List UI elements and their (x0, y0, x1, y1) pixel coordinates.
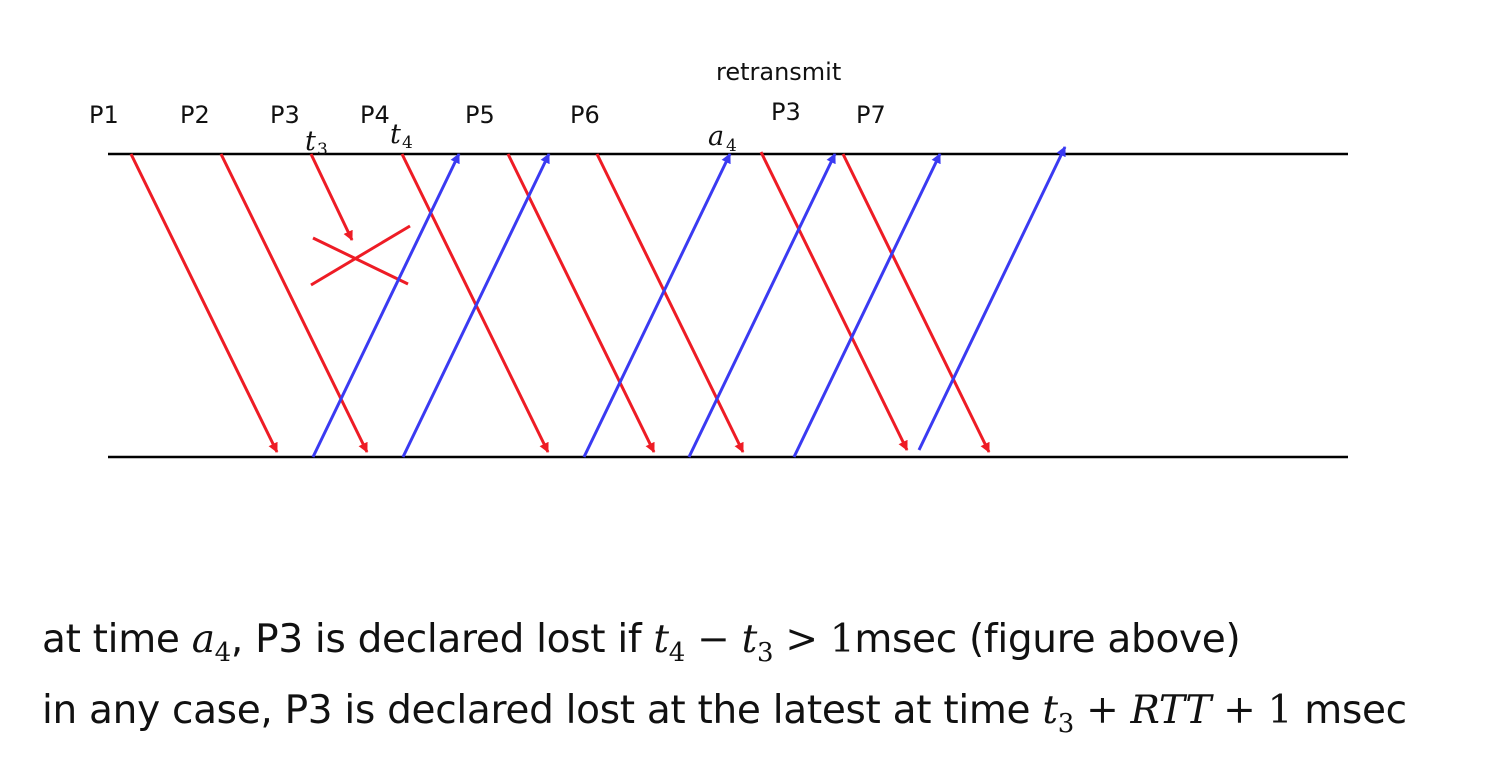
svg-text:4: 4 (402, 133, 413, 153)
svg-text:4: 4 (726, 136, 737, 156)
ack-6 (792, 153, 942, 458)
loss-cross-mark (310, 224, 411, 287)
arrow-p2 (219, 153, 369, 453)
arrow-p3-retransmit (759, 151, 909, 451)
ack-5 (687, 153, 837, 458)
time-label-t3: t 3 (305, 126, 328, 160)
svg-text:t: t (390, 119, 401, 150)
arrow-p6 (595, 153, 745, 453)
packet-label-p6: P6 (570, 101, 600, 129)
arrow-p5 (506, 153, 656, 453)
ack-1 (311, 153, 461, 458)
packet-label-p2: P2 (180, 101, 210, 129)
arrow-p3-lost (309, 153, 354, 241)
retransmit-label: retransmit (716, 58, 841, 86)
time-label-a4: a 4 (708, 121, 737, 156)
packet-label-p7: P7 (856, 101, 886, 129)
packet-label-p3: P3 (270, 101, 300, 129)
ack-arrows (311, 146, 1067, 458)
svg-text:3: 3 (317, 140, 328, 160)
data-packet-arrows (129, 151, 991, 453)
arrow-p7 (841, 153, 991, 453)
svg-text:t: t (305, 126, 316, 157)
svg-text:a: a (708, 121, 724, 152)
time-label-t4: t 4 (390, 119, 413, 153)
arrow-p4 (400, 153, 550, 453)
caption-line-1: at time a4, P3 is declared lost if t4 − … (42, 617, 1241, 668)
packet-label-p4: P4 (360, 101, 390, 129)
packet-label-p3-retransmit: P3 (771, 98, 801, 126)
timing-diagram: retransmit P1 P2 P3 P4 P5 P6 P3 P7 t 3 t… (89, 58, 1348, 459)
packet-label-p5: P5 (465, 101, 495, 129)
arrow-p1 (129, 153, 279, 453)
ack-2 (401, 153, 551, 458)
ack-3 (917, 146, 1067, 451)
ack-4 (582, 153, 732, 458)
caption-line-2: in any case, P3 is declared lost at the … (42, 688, 1407, 739)
packet-label-p1: P1 (89, 101, 119, 129)
